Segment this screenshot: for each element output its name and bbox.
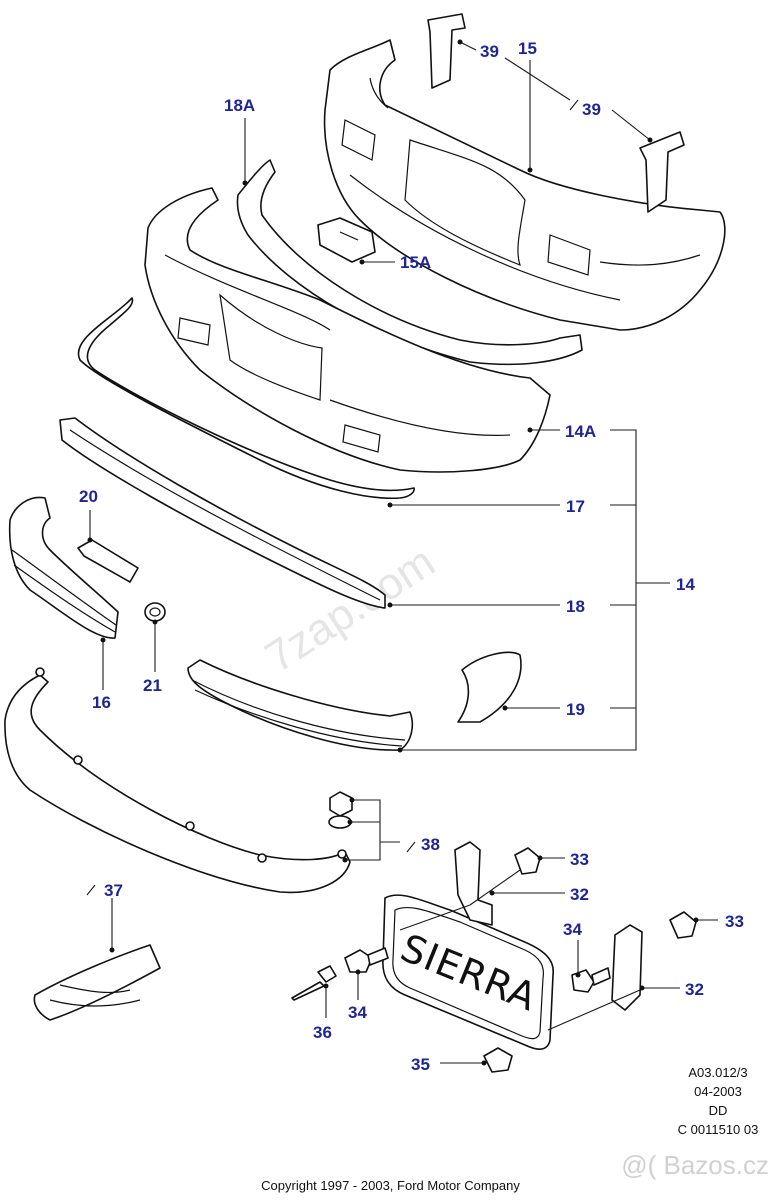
callout-32-upper: 32 xyxy=(570,885,589,904)
part-38-nut-washer xyxy=(328,791,353,829)
part-39-bracket-left xyxy=(427,13,466,89)
callout-33-upper: 33 xyxy=(570,850,589,869)
part-number-plate: SIERRA xyxy=(382,894,554,1050)
reference-initials: DD xyxy=(708,1103,728,1118)
part-17-moulding xyxy=(77,297,415,500)
callout-15a: 15A xyxy=(400,253,431,272)
callout-18: 18 xyxy=(566,597,585,616)
part-20-bracket xyxy=(77,539,139,583)
callout-35: 35 xyxy=(411,1055,430,1074)
reference-catalog: C 0011510 03 xyxy=(677,1122,759,1137)
part-32-plate-bracket-upper xyxy=(454,841,493,926)
reference-block: A03.012/3 04-2003 DD C 0011510 03 xyxy=(663,1063,773,1139)
leader-dots xyxy=(87,39,699,1066)
part-34-bolt-left xyxy=(344,947,389,973)
callout-19: 19 xyxy=(566,700,585,719)
callout-34-left: 34 xyxy=(348,1003,367,1022)
part-lower-strip xyxy=(187,659,414,751)
callout-39-lower: 39 xyxy=(582,100,601,119)
callout-16: 16 xyxy=(92,693,111,712)
part-14a-bumper-cover xyxy=(144,187,551,473)
callout-34-right: 34 xyxy=(563,920,582,939)
part-valance xyxy=(4,667,351,894)
callout-39-upper: 39 xyxy=(480,42,499,61)
site-watermark: @( Bazos.cz xyxy=(621,1150,769,1180)
callout-tick-marks xyxy=(86,99,579,896)
copyright: Copyright 1997 - 2003, Ford Motor Compan… xyxy=(261,1178,520,1193)
part-33-screw-upper xyxy=(514,847,541,875)
part-15a-clip xyxy=(317,217,376,263)
callouts: 39 15 39 18A 15A 14A 17 14 18 19 20 16 2… xyxy=(79,39,744,1074)
callout-15: 15 xyxy=(518,39,537,58)
reference-code: A03.012/3 xyxy=(688,1065,748,1080)
callout-37: 37 xyxy=(104,881,123,900)
part-35-screw xyxy=(483,1047,513,1073)
callout-21: 21 xyxy=(143,676,162,695)
part-33-screw-lower xyxy=(669,911,697,939)
part-37-undertray xyxy=(33,944,161,1021)
callout-33-lower: 33 xyxy=(725,912,744,931)
callout-32-lower: 32 xyxy=(685,980,704,999)
part-15-bumper-cover xyxy=(323,39,726,331)
callout-38: 38 xyxy=(421,835,440,854)
callout-36: 36 xyxy=(313,1023,332,1042)
part-36-rivet xyxy=(291,965,337,1001)
leader-lines xyxy=(89,41,718,1064)
callout-17: 17 xyxy=(566,497,585,516)
reference-date: 04-2003 xyxy=(694,1084,742,1099)
part-21-clip xyxy=(144,602,166,622)
callout-14: 14 xyxy=(676,575,695,594)
part-16-side-strip xyxy=(8,496,119,639)
callout-18a: 18A xyxy=(224,96,255,115)
callout-14a: 14A xyxy=(565,422,596,441)
part-32-plate-bracket-lower xyxy=(611,924,643,1011)
part-19-end-cap xyxy=(457,651,522,723)
part-39-bracket-right xyxy=(639,131,685,213)
part-18-lower-moulding xyxy=(59,417,386,609)
callout-20: 20 xyxy=(79,487,98,506)
part-18a-reinforcement xyxy=(236,159,583,366)
